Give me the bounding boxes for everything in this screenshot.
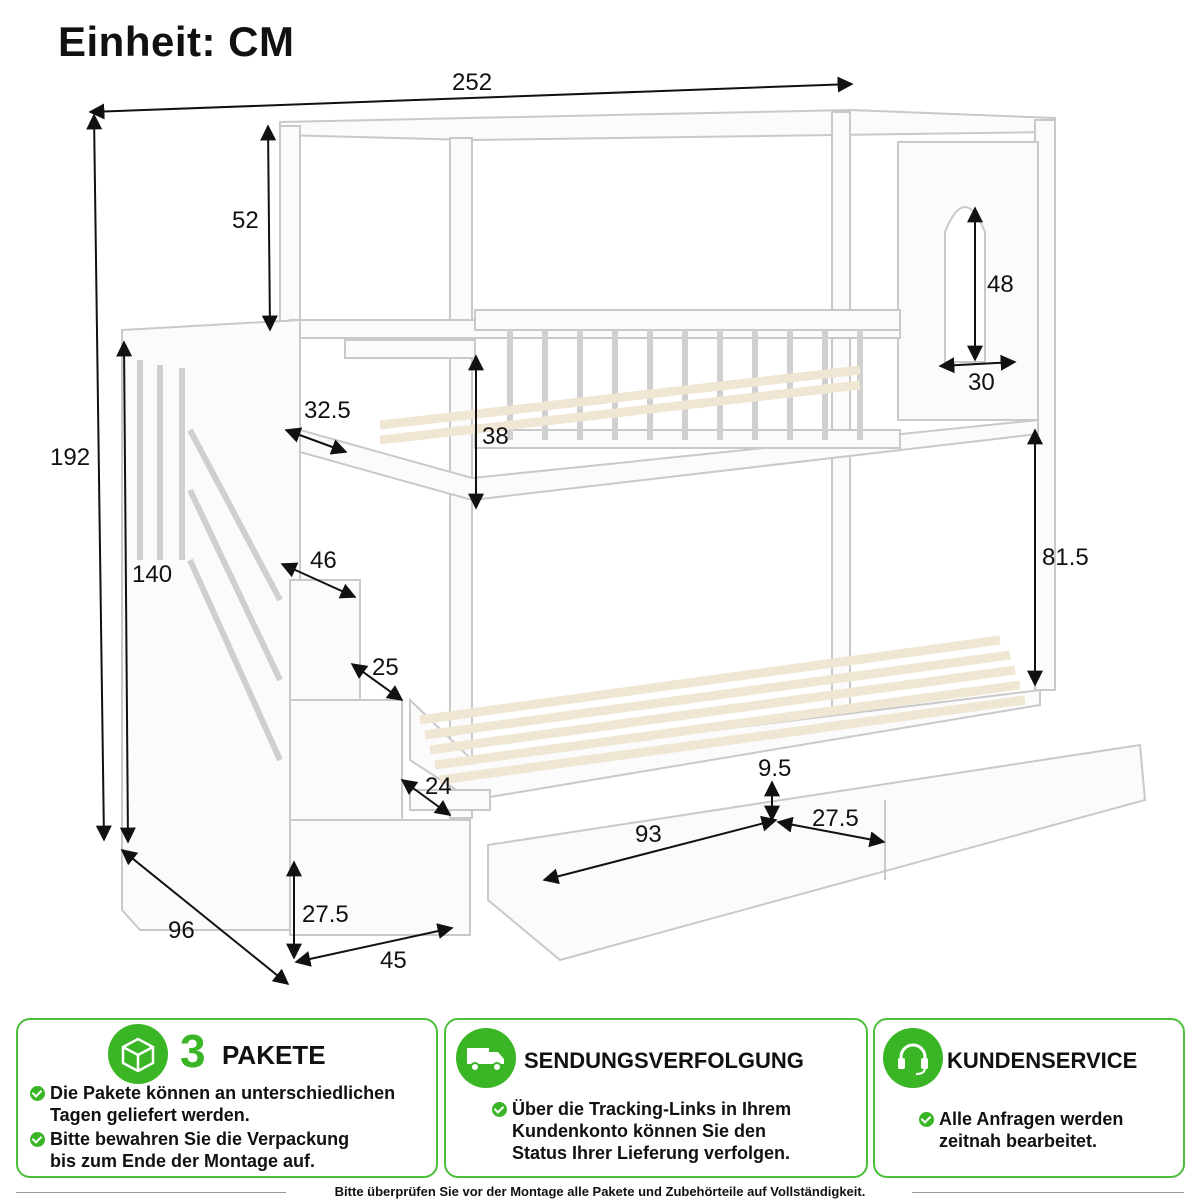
dim-total-height: 192 [50,444,90,471]
tracking-card: SENDUNGSVERFOLGUNG Über die Tracking-Lin… [444,1018,868,1178]
customer-service-card: KUNDENSERVICE Alle Anfragen werden zeitn… [873,1018,1185,1178]
bunk-bed-diagram: 252 192 52 48 30 32.5 38 81.5 140 46 25 … [50,69,1147,986]
dim-stair-cubby-height: 27.5 [302,901,349,928]
unit-title: Einheit: CM [58,18,295,65]
footer-divider-right [912,1192,1184,1193]
dim-depth: 96 [168,917,195,944]
dim-step-width: 24 [425,773,452,800]
bed-slats [379,365,1026,785]
package-icon [108,1024,168,1084]
dim-lower-clearance: 81.5 [1042,544,1089,571]
dim-window-height: 48 [987,271,1014,298]
dim-stair-height: 140 [132,561,172,588]
footer-divider-left [16,1192,286,1193]
list-item: Die Pakete können an unterschiedlichen T… [30,1082,395,1126]
list-item: Alle Anfragen werden zeitnah bearbeitet. [919,1108,1123,1152]
dim-top-roof-height: 52 [232,207,259,234]
check-icon [492,1102,507,1117]
packages-title: PAKETE [222,1040,326,1070]
check-icon [919,1112,934,1127]
list-item: Bitte bewahren Sie die Verpackung bis zu… [30,1128,349,1172]
dim-step-depth: 46 [310,547,337,574]
dim-drawer-depth: 93 [635,821,662,848]
dim-drawer-height: 9.5 [758,755,791,782]
packages-number: 3 [180,1025,206,1077]
truck-icon [456,1028,516,1088]
packages-card: 3 PAKETE Die Pakete können an unterschie… [16,1018,438,1178]
dim-drawer-gap: 27.5 [812,805,859,832]
customer-service-title: KUNDENSERVICE [947,1048,1138,1073]
headset-icon [883,1028,943,1088]
tracking-title: SENDUNGSVERFOLGUNG [524,1048,804,1073]
dim-window-width: 30 [968,369,995,396]
dim-total-length: 252 [452,69,492,96]
stair-rail-slats [137,360,283,762]
check-icon [30,1132,45,1147]
dimension-labels: 252 192 52 48 30 32.5 38 81.5 140 46 25 … [50,69,1089,974]
dim-guard-opening: 32.5 [304,397,351,424]
dim-stair-cubby-width: 45 [380,947,407,974]
list-item: Über die Tracking-Links in Ihrem Kundenk… [492,1098,791,1164]
check-icon [30,1086,45,1101]
dim-step-rise: 25 [372,654,399,681]
footer-note: Bitte überprüfen Sie vor der Montage all… [334,1184,866,1199]
bed-frame [121,108,1147,962]
dimension-lines [86,76,1043,986]
dim-top-rail-height: 38 [482,423,509,450]
